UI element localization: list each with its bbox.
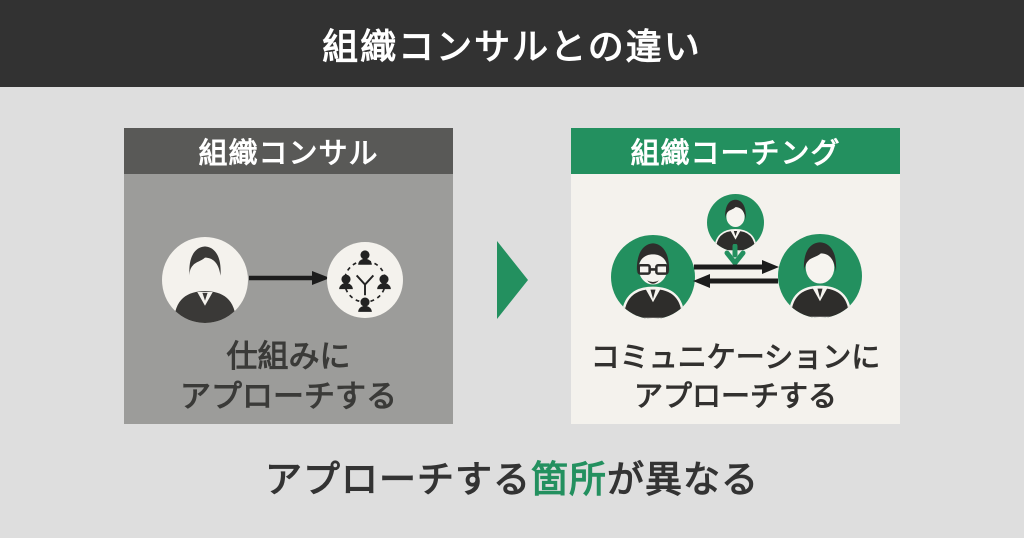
coaching-caption: コミュニケーションに アプローチする — [571, 338, 900, 416]
employee-circle — [778, 234, 862, 318]
consult-panel: 組織コンサル — [124, 128, 453, 424]
exchange-arrows-icon — [693, 260, 779, 288]
footer-text-highlight: 箇所 — [531, 458, 607, 501]
consult-panel-body: 仕組みに アプローチする — [124, 174, 453, 424]
coaching-panel: 組織コーチング — [571, 128, 900, 424]
consult-caption-line2: アプローチする — [180, 379, 397, 415]
coaching-caption-line1: コミュニケーションに — [590, 340, 881, 374]
footer-text-pre: アプローチする — [265, 458, 531, 501]
title-bar: 組織コンサルとの違い — [0, 0, 1024, 87]
manager-glasses-icon — [621, 243, 685, 319]
consult-caption-line1: 仕組みに — [226, 339, 351, 375]
consult-caption: 仕組みに アプローチする — [124, 337, 453, 417]
employee-icon — [788, 242, 852, 318]
footer-text-post: が異なる — [607, 458, 759, 501]
organization-circle — [327, 242, 403, 318]
coach-circle — [707, 194, 764, 251]
manager-circle — [611, 235, 695, 319]
down-arrow-icon — [724, 244, 746, 266]
coach-icon — [714, 199, 757, 251]
consultant-circle — [162, 237, 248, 323]
coaching-panel-body: コミュニケーションに アプローチする — [571, 174, 900, 424]
consult-panel-header: 組織コンサル — [124, 128, 453, 174]
green-triangle-arrow-icon — [497, 241, 528, 319]
coaching-caption-line2: アプローチする — [633, 379, 837, 413]
right-arrow-icon — [249, 271, 330, 285]
footer-note: アプローチする箇所が異なる — [0, 449, 1024, 503]
page-title: 組織コンサルとの違い — [322, 26, 702, 68]
businessman-icon — [174, 246, 236, 323]
organization-icon — [339, 250, 391, 312]
coaching-panel-header: 組織コーチング — [571, 128, 900, 174]
